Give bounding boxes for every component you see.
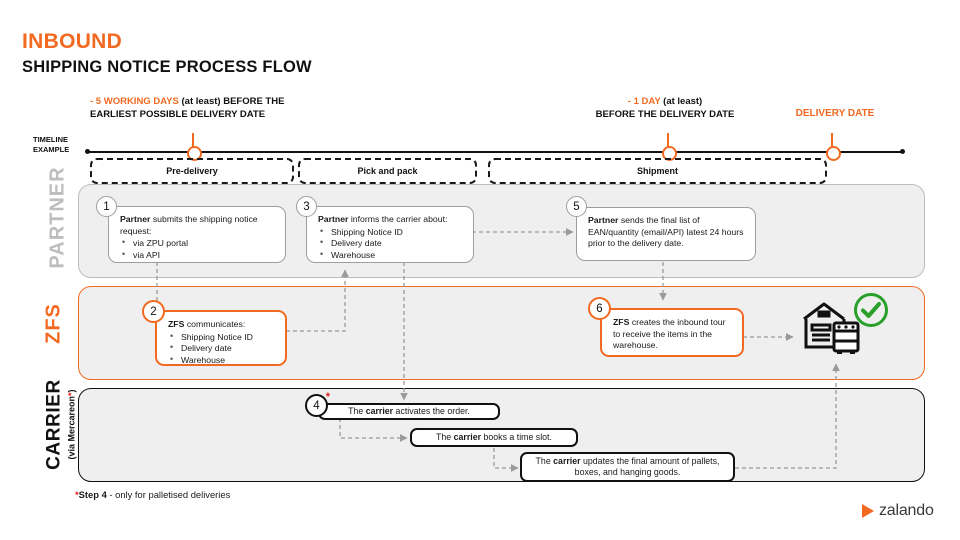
timeline-axis [88,150,903,153]
list-item: via API [122,249,276,262]
callout-1-rest: (at least) BEFORE THE [178,96,285,107]
phase-pre-delivery[interactable]: Pre-delivery [90,158,294,184]
zalando-triangle-icon [862,504,874,518]
timeline-axis-label-line1: TIMELINE [33,135,68,144]
list-item: Shipping Notice ID [170,331,276,344]
warehouse-truck-icon [800,297,862,360]
lane-label-partner: PARTNER [46,166,69,269]
lane-label-zfs: ZFS [42,303,65,344]
timeline-end-dot [900,149,905,154]
step-2-lead: ZFS communicates: [168,319,246,329]
footnote: *Step 4 - only for palletised deliveries [75,489,230,500]
step-4-asterisk: * [325,391,330,403]
step-card-6[interactable]: ZFS creates the inbound tour to receive … [600,308,744,357]
step-1-lead: Partner submits the shipping notice requ… [120,214,258,236]
callout-2-rest: (at least) [660,96,703,107]
step-card-1[interactable]: Partner submits the shipping notice requ… [108,206,286,263]
step-2-bullets: Shipping Notice ID Delivery date Warehou… [168,331,276,367]
step-badge-1[interactable]: 1 [96,196,117,217]
step-8-text: The carrier updates the final amount of … [535,456,720,477]
lane-label-carrier: CARRIER (via Mercareon*) [44,360,77,490]
timeline-tick-one-day[interactable] [662,146,677,161]
check-circle-icon [852,291,890,334]
step-card-3[interactable]: Partner informs the carrier about: Shipp… [306,206,474,263]
step-4-text: The carrier activates the order. [348,406,470,416]
list-item: Delivery date [170,342,276,355]
timeline-tick-delivery-date[interactable] [826,146,841,161]
step-card-5[interactable]: Partner sends the final list of EAN/quan… [576,207,756,261]
zalando-logo: zalando [862,502,934,520]
step-badge-5[interactable]: 5 [566,196,587,217]
tick-stem-2 [667,133,669,147]
tick-stem-3 [831,133,833,147]
callout-2-accent: - 1 DAY [627,96,661,107]
list-item: via ZPU portal [122,237,276,250]
phase-shipment[interactable]: Shipment [488,158,827,184]
tick-stem-1 [192,133,194,147]
footnote-text: - only for palletised deliveries [106,489,231,500]
phase-pick-and-pack[interactable]: Pick and pack [298,158,477,184]
step-3-lead: Partner informs the carrier about: [318,214,448,224]
lane-label-carrier-main: CARRIER [43,379,65,470]
lane-label-carrier-sub: (via Mercareon*) [66,389,77,460]
timeline-axis-label-line2: EXAMPLE [33,144,70,154]
zalando-wordmark: zalando [879,502,934,519]
timeline-tick-pre-delivery[interactable] [187,146,202,161]
list-item: Delivery date [320,237,464,250]
page-eyebrow: INBOUND [22,30,123,53]
step-1-bullets: via ZPU portal via API [120,237,276,262]
footnote-asterisk: * [75,489,79,500]
list-item: Warehouse [170,354,276,367]
step-badge-3[interactable]: 3 [296,196,317,217]
footnote-step: Step 4 [78,489,107,500]
step-badge-4-number: 4 [313,399,320,412]
callout-2-line2: BEFORE THE DELIVERY DATE [595,108,735,120]
step-card-4[interactable]: The carrier activates the order. [318,403,500,420]
callout-1-line2: EARLIEST POSSIBLE DELIVERY DATE [90,108,266,120]
step-6-lead: ZFS creates the inbound tour to receive … [613,317,726,351]
list-item: Warehouse [320,249,464,262]
timeline-axis-label: TIMELINE EXAMPLE [33,135,69,154]
timeline-callout-2: - 1 DAY (at least) BEFORE THE DELIVERY D… [585,96,745,121]
step-card-8[interactable]: The carrier updates the final amount of … [520,452,735,482]
step-3-bullets: Shipping Notice ID Delivery date Warehou… [318,226,464,262]
step-5-lead: Partner sends the final list of EAN/quan… [588,215,744,249]
step-card-2[interactable]: ZFS communicates: Shipping Notice ID Del… [155,310,287,366]
step-card-7[interactable]: The carrier books a time slot. [410,428,578,447]
list-item: Shipping Notice ID [320,226,464,239]
timeline-start-dot [85,149,90,154]
step-badge-6[interactable]: 6 [588,297,611,320]
step-7-text: The carrier books a time slot. [436,432,552,442]
callout-1-accent: - 5 WORKING DAYS [90,96,179,107]
page-title: SHIPPING NOTICE PROCESS FLOW [22,58,312,76]
step-badge-4[interactable]: 4 * [305,391,330,417]
step-badge-2[interactable]: 2 [142,300,165,323]
timeline-callout-3: DELIVERY DATE [795,108,875,119]
timeline-callout-1: - 5 WORKING DAYS (at least) BEFORE THE E… [90,96,284,121]
